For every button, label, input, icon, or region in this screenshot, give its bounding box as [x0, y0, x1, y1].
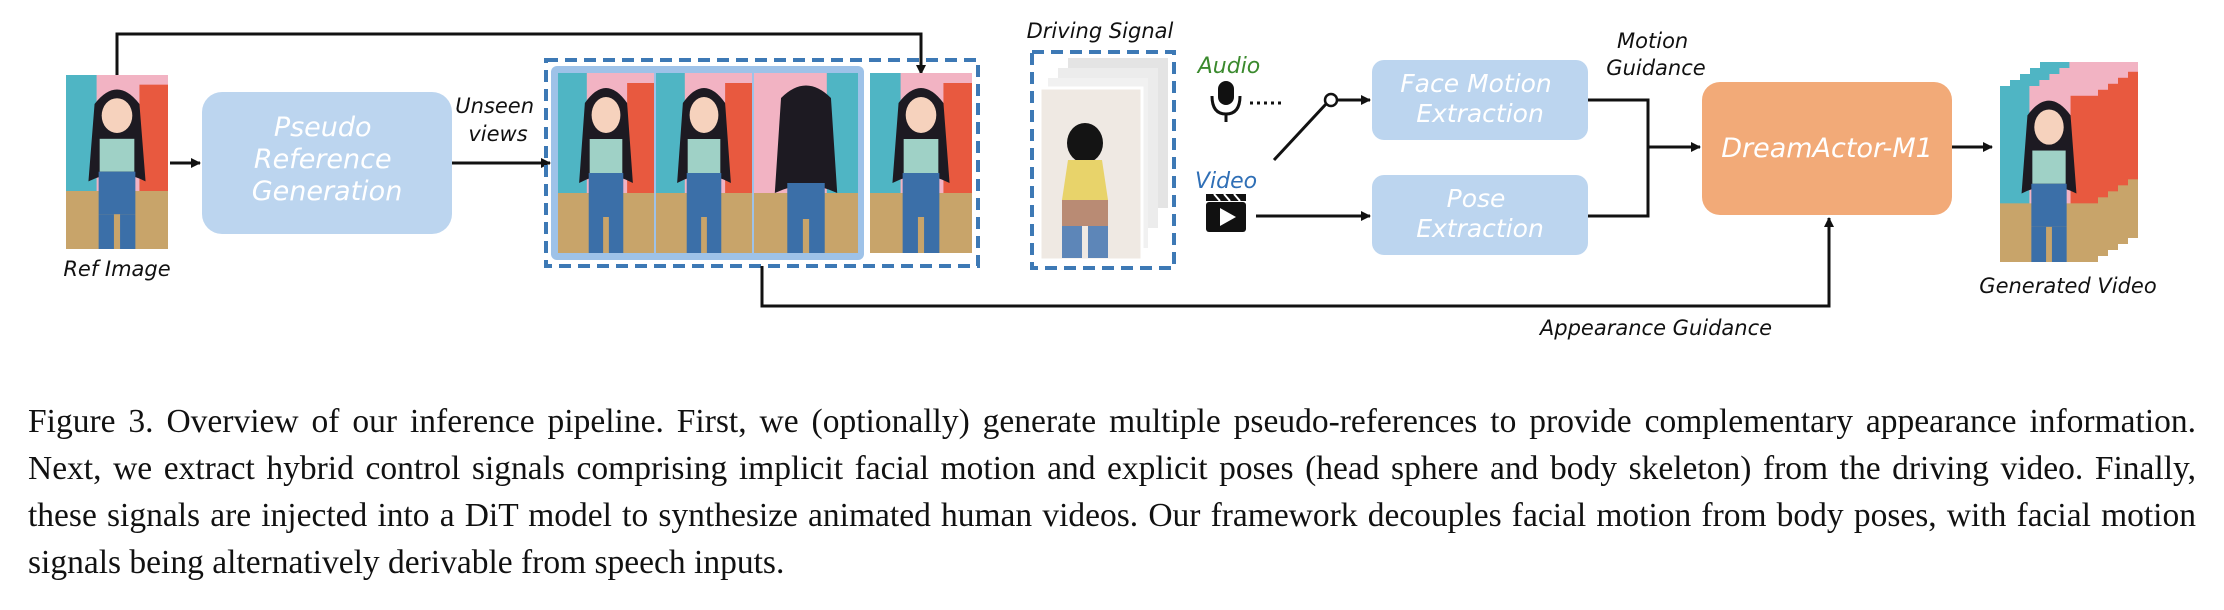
switch-lever — [1272, 102, 1328, 162]
ref-image-label: Ref Image — [63, 257, 170, 281]
appearance-guidance-arrow — [760, 217, 1834, 308]
pseudo-box-line-2: Reference — [254, 144, 392, 175]
driving-signal-frame — [1030, 50, 1176, 270]
pose-extraction-text: Pose Extraction — [1416, 184, 1544, 243]
face-to-merge-line — [1588, 98, 1650, 218]
audio-label: Audio — [1196, 54, 1261, 79]
face-motion-text: Face Motion Extraction — [1400, 69, 1559, 128]
ref-image — [66, 75, 168, 249]
top-feedback-arrow — [115, 32, 926, 75]
reference-set-frame — [544, 58, 980, 268]
pose-extraction-box — [1372, 175, 1588, 255]
switch-node — [1323, 92, 1339, 108]
unseen-views-line-2: views — [468, 122, 527, 146]
microphone-icon — [1210, 81, 1242, 122]
generated-video-frames — [2000, 62, 2138, 262]
figure-caption: Figure 3. Overview of our inference pipe… — [28, 403, 2196, 581]
video-label: Video — [1195, 169, 1257, 194]
dreamactor-model-box — [1702, 82, 1952, 215]
pose-line-2: Extraction — [1416, 214, 1544, 243]
unseen-view-3 — [754, 73, 858, 253]
driving-video-frames — [1038, 58, 1168, 262]
appearance-guidance-label: Appearance Guidance — [1538, 316, 1772, 340]
pose-line-1: Pose — [1447, 184, 1506, 213]
pseudo-box-line-3: Generation — [252, 176, 403, 207]
reference-image-copy — [870, 73, 972, 253]
dreamactor-model-label: DreamActor-M1 — [1721, 133, 1933, 164]
pseudo-box-text: Pseudo Reference Generation — [252, 112, 403, 207]
face-motion-box — [1372, 60, 1588, 140]
clapperboard-icon — [1206, 193, 1246, 232]
face-motion-line-2: Extraction — [1416, 99, 1544, 128]
pipeline-figure: Ref Image Pseudo Reference Generation Un… — [63, 19, 2156, 340]
face-motion-line-1: Face Motion — [1400, 69, 1552, 98]
motion-guidance-line-2: Guidance — [1606, 56, 1705, 80]
motion-guidance-line-1: Motion — [1617, 29, 1688, 53]
generated-video-label: Generated Video — [1979, 274, 2156, 298]
motion-guidance-label: Motion Guidance — [1606, 29, 1705, 80]
unseen-view-2 — [656, 73, 752, 253]
pseudo-box-line-1: Pseudo — [274, 112, 372, 143]
unseen-view-1 — [558, 73, 654, 253]
driving-signal-label: Driving Signal — [1027, 19, 1174, 43]
unseen-views-label: Unseen views — [455, 94, 540, 146]
unseen-views-line-1: Unseen — [455, 94, 534, 118]
pseudo-reference-box — [202, 92, 452, 234]
